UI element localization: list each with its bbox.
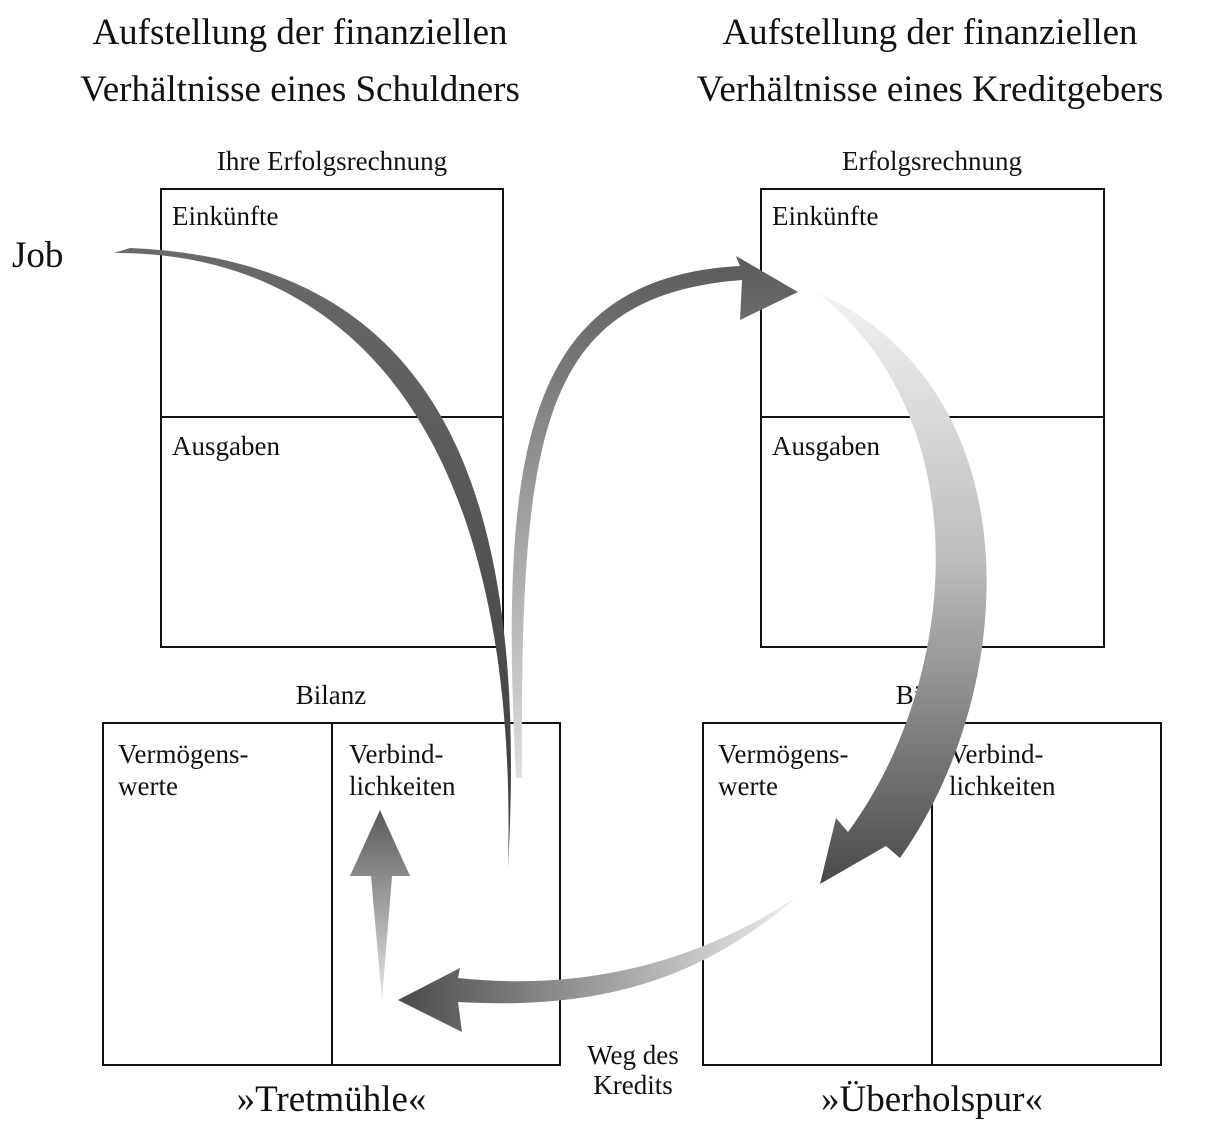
debtor-liabilities-line2: lichkeiten bbox=[349, 771, 456, 801]
debtor-caption: »Tretmühle« bbox=[236, 1079, 427, 1120]
debtor-title-line1: Aufstellung der finanziellen bbox=[92, 12, 508, 53]
creditor-caption: »Überholspur« bbox=[821, 1079, 1043, 1120]
debtor-title-line2: Verhältnisse eines Schuldners bbox=[80, 69, 520, 110]
credit-path-label: Weg des Kredits bbox=[563, 1040, 703, 1100]
creditor-assets-label: Vermögens- werte bbox=[718, 738, 848, 802]
debtor-income-divider bbox=[160, 416, 504, 418]
job-arrow bbox=[114, 248, 511, 868]
credit-path-arrow bbox=[398, 897, 797, 1032]
debtor-balance-divider bbox=[331, 722, 333, 1066]
creditor-balance-divider bbox=[931, 722, 933, 1066]
creditor-assets-line2: werte bbox=[718, 771, 778, 801]
creditor-liabilities-line1: Verbind- bbox=[949, 739, 1044, 769]
debtor-liabilities-label: Verbind- lichkeiten bbox=[349, 738, 455, 802]
creditor-income-label: Einkünfte bbox=[772, 201, 879, 231]
debtor-assets-label: Vermögens- werte bbox=[118, 738, 248, 802]
creditor-income-statement-header: Erfolgsrechnung bbox=[842, 146, 1022, 176]
creditor-expenses-label: Ausgaben bbox=[772, 431, 880, 461]
job-label: Job bbox=[12, 235, 64, 276]
debtor-expenses-label: Ausgaben bbox=[172, 431, 280, 461]
creditor-reinvest-arrow bbox=[818, 293, 987, 884]
debtor-income-label: Einkünfte bbox=[172, 201, 279, 231]
debtor-income-statement-header: Ihre Erfolgsrechnung bbox=[216, 146, 448, 176]
debtor-assets-line1: Vermögens- bbox=[118, 739, 249, 769]
creditor-assets-line1: Vermögens- bbox=[718, 739, 849, 769]
credit-path-line1: Weg des bbox=[587, 1040, 679, 1070]
creditor-title-line1: Aufstellung der finanziellen bbox=[722, 12, 1138, 53]
debtor-title: Aufstellung der finanziellen Verhältniss… bbox=[0, 4, 600, 118]
debtor-income-statement-box bbox=[160, 188, 504, 648]
debtor-balance-sheet-header: Bilanz bbox=[295, 680, 367, 710]
creditor-title-line2: Verhältnisse eines Kreditgebers bbox=[696, 69, 1164, 110]
interest-arrow bbox=[511, 256, 798, 778]
creditor-title: Aufstellung der finanziellen Verhältniss… bbox=[630, 4, 1217, 118]
creditor-liabilities-label: Verbind- lichkeiten bbox=[949, 738, 1055, 802]
debtor-liabilities-line1: Verbind- bbox=[349, 739, 444, 769]
credit-path-line2: Kredits bbox=[593, 1070, 673, 1100]
liabilities-increase-arrow bbox=[350, 810, 410, 1000]
debtor-assets-line2: werte bbox=[118, 771, 178, 801]
creditor-liabilities-line2: lichkeiten bbox=[949, 771, 1056, 801]
